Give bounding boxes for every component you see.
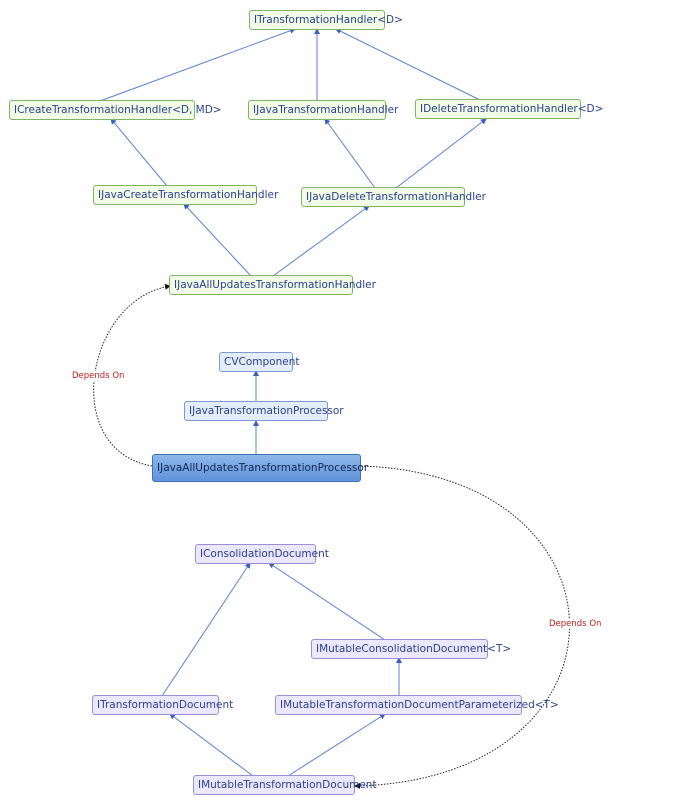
node-mutable-consolidation-document[interactable]: IMutableConsolidationDocument<T> <box>311 639 511 659</box>
edge-javadelete-to-delete <box>395 118 487 189</box>
dependency-left-edge <box>93 283 171 467</box>
node-transformation-document[interactable]: ITransformationDocument <box>92 695 233 715</box>
node-cv-component[interactable]: CVComponent <box>219 352 299 372</box>
edge-create-to-handler <box>99 27 296 102</box>
edge-javacreate-to-create <box>110 118 168 187</box>
edge-transformationdoc-to-consolidation <box>161 562 251 697</box>
node-java-transformation-processor[interactable]: IJavaTransformationProcessor <box>184 401 344 421</box>
edge-mutabletransformation-to-transformationdoc <box>169 713 254 777</box>
edge-allupdates-to-javadelete <box>272 205 370 277</box>
node-consolidation-document[interactable]: IConsolidationDocument <box>195 544 329 564</box>
edge-delete-to-handler <box>335 28 483 102</box>
edge-javadelete-to-java <box>324 118 376 189</box>
edge-mutabletransformation-to-parameterized <box>287 713 386 777</box>
node-java-transformation-handler[interactable]: IJavaTransformationHandler <box>248 100 398 120</box>
edge-allupdates-to-javacreate <box>183 203 252 277</box>
dependency-label-left: Depends On <box>71 371 126 381</box>
node-delete-transformation-handler[interactable]: IDeleteTransformationHandler<D> <box>415 99 603 119</box>
node-java-all-updates-transformation-handler[interactable]: IJavaAllUpdatesTransformationHandler <box>169 275 376 295</box>
edge-mutableconsolidation-to-consolidation <box>268 562 386 641</box>
dependency-label-right: Depends On <box>548 619 603 629</box>
dependency-right-edge <box>354 465 570 789</box>
node-create-transformation-handler[interactable]: ICreateTransformationHandler<D, MD> <box>9 100 222 120</box>
node-transformation-handler[interactable]: ITransformationHandler<D> <box>249 10 403 30</box>
node-java-all-updates-transformation-processor[interactable]: IJavaAllUpdatesTransformationProcessor <box>152 454 368 482</box>
node-mutable-transformation-document-parameterized[interactable]: IMutableTransformationDocumentParameteri… <box>275 695 559 715</box>
node-java-create-transformation-handler[interactable]: IJavaCreateTransformationHandler <box>93 185 278 205</box>
node-mutable-transformation-document[interactable]: IMutableTransformationDocument <box>193 775 377 795</box>
node-java-delete-transformation-handler[interactable]: IJavaDeleteTransformationHandler <box>301 187 486 207</box>
